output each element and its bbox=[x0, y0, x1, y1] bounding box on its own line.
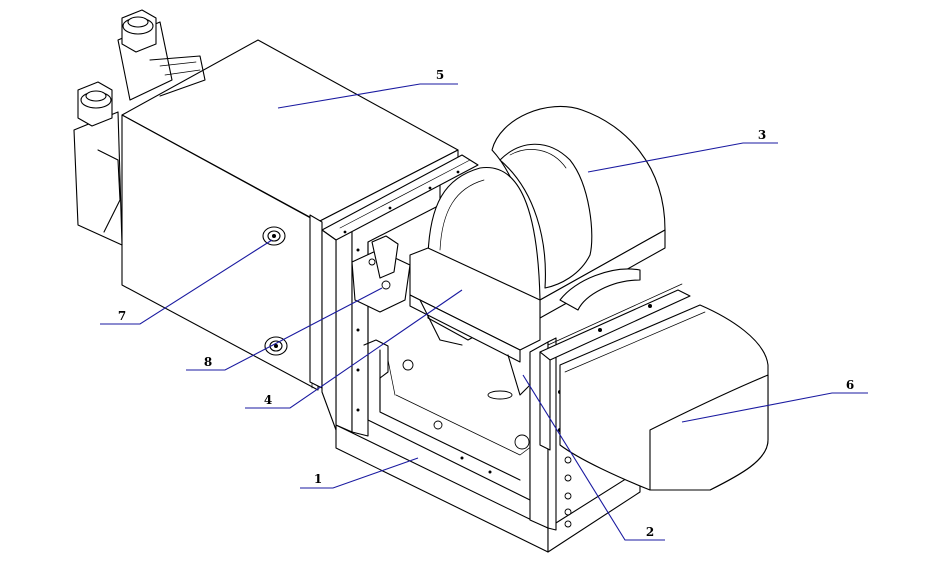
enclosure-box-part bbox=[121, 39, 479, 431]
callout-number-6: 6 bbox=[846, 378, 854, 392]
callout-number-2: 2 bbox=[646, 525, 654, 539]
leader-line-8 bbox=[186, 287, 383, 371]
callout-layer: 1 2 3 4 5 6 7 8 bbox=[100, 68, 868, 541]
leader-line-7 bbox=[100, 239, 273, 325]
callout-number-7: 7 bbox=[118, 309, 126, 323]
side-box-part bbox=[539, 283, 769, 491]
rotor-unit-part bbox=[409, 166, 541, 396]
callout-number-3: 3 bbox=[758, 128, 766, 142]
knob-part bbox=[262, 226, 288, 356]
leader-line-6 bbox=[681, 392, 868, 423]
callout-number-1: 1 bbox=[314, 472, 322, 486]
leader-line-4 bbox=[245, 289, 463, 409]
callout-number-5: 5 bbox=[436, 68, 444, 82]
callout-number-4: 4 bbox=[264, 393, 272, 407]
leader-line-1 bbox=[300, 457, 419, 489]
leader-line-3 bbox=[587, 142, 778, 173]
callout-number-8: 8 bbox=[204, 355, 212, 369]
frame-part bbox=[335, 169, 641, 553]
leader-line-5 bbox=[277, 83, 458, 109]
leader-line-2 bbox=[522, 374, 665, 541]
cable-gland-connectors bbox=[73, 9, 206, 246]
